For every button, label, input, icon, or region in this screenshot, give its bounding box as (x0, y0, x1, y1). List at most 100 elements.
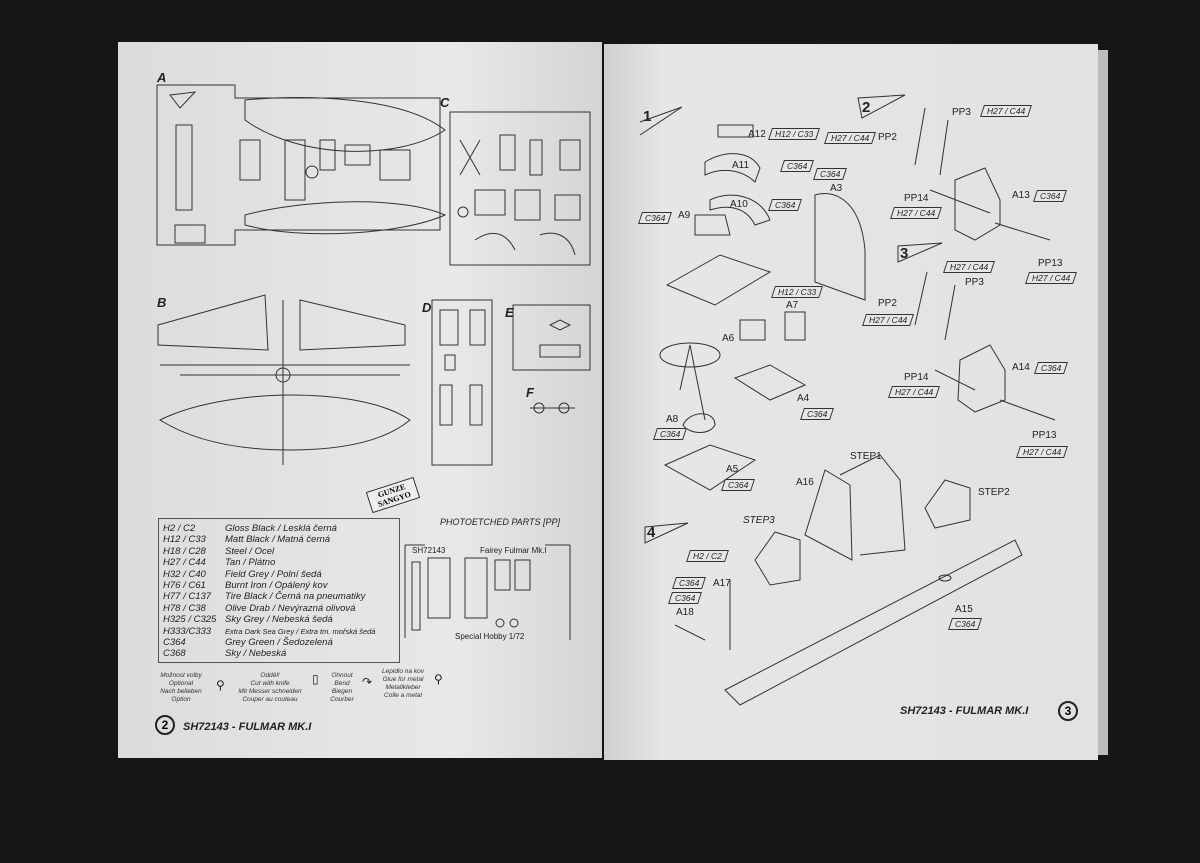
sprue-label-d: D (422, 300, 432, 315)
paint-code-tag: H27 / C44 (980, 105, 1033, 117)
knife-icon: ▯ (312, 672, 319, 686)
paint-name: Burnt Iron / Opálený kov (225, 579, 328, 591)
paint-code-text: C364 (679, 578, 700, 588)
footer-title-left: SH72143 - FULMAR MK.I (183, 721, 312, 733)
legend-text: Možnost volby Optional Nach belieben Opt… (160, 672, 202, 703)
page-edges (1098, 50, 1108, 755)
paint-code-text: C364 (728, 480, 749, 490)
step1-label: STEP1 (850, 451, 882, 462)
part-label: A5 (726, 464, 739, 475)
part-label: PP3 (965, 277, 984, 288)
right-page (604, 44, 1098, 760)
paint-code: H18 / C28 (163, 545, 206, 557)
paint-code-text: H2 / C2 (693, 551, 722, 561)
step-2-number: 2 (862, 99, 871, 116)
paint-code: C364 (163, 636, 186, 648)
assembly-step-3 (897, 242, 1056, 421)
paint-code-tag: H27 / C44 (1016, 446, 1069, 458)
fret-name: Fairey Fulmar Mk.I (480, 546, 547, 555)
photoetch-title: PHOTOETCHED PARTS [PP] (440, 517, 561, 527)
part-label: A7 (786, 300, 799, 311)
part-label: A6 (722, 333, 735, 344)
paint-code-text: H27 / C44 (950, 262, 989, 272)
paint-code: H77 / C137 (163, 591, 212, 603)
paint-code-text: H27 / C44 (1023, 447, 1062, 457)
fret-brand: Special Hobby 1/72 (455, 632, 525, 641)
paint-code-text: H12 / C33 (775, 129, 814, 139)
paint-code: H333/C333 (163, 625, 212, 637)
part-label: PP13 (1032, 430, 1057, 441)
paint-name: Matt Black / Matná černá (225, 534, 331, 546)
paint-code-text: C364 (675, 593, 696, 603)
paint-code-tag: C364 (1034, 362, 1069, 374)
paint-code-text: H27 / C44 (895, 387, 934, 397)
paint-code-tag: H27 / C44 (890, 207, 943, 219)
photoetch-fret (404, 544, 571, 640)
sprue-label-e: E (505, 305, 514, 320)
paint-code-tag: H27 / C44 (824, 132, 877, 144)
sprue-c (449, 111, 591, 266)
part-label: PP3 (952, 107, 971, 118)
paint-code: H12 / C33 (163, 534, 206, 546)
paint-code: C368 (163, 648, 186, 660)
paint-name: Olive Drab / Nevýrazná olivová (225, 602, 356, 614)
part-label: A10 (730, 199, 748, 210)
paint-row: C368 Sky / Nebeská (159, 648, 399, 659)
paint-code-tag: H12 / C33 (768, 128, 821, 140)
paint-code-tag: C364 (780, 160, 815, 172)
paint-code-tag: H27 / C44 (888, 386, 941, 398)
part-label: A18 (676, 607, 694, 618)
paint-name: Sky / Nebeská (225, 648, 287, 660)
paint-name: Gloss Black / Lesklá černá (225, 523, 337, 534)
part-label: PP2 (878, 298, 897, 309)
paint-code-tag: C364 (638, 212, 673, 224)
step-4-number: 4 (647, 524, 656, 541)
paint-code-text: C364 (645, 213, 666, 223)
part-label: A9 (678, 210, 691, 221)
sprue-label-f: F (526, 385, 534, 400)
legend-text: Lepidlo na kov Glue for metal Metallkleb… (382, 668, 424, 699)
paint-name: Grey Green / Šedozelená (225, 636, 333, 648)
paint-code-text: C364 (660, 429, 681, 439)
part-label: A11 (732, 160, 750, 171)
step-1-number: 1 (643, 108, 652, 125)
paint-code-text: C364 (775, 200, 796, 210)
assembly-step-4 (644, 454, 1023, 706)
part-label: A12 (748, 129, 766, 140)
part-label: A15 (955, 604, 973, 615)
sprue-d (431, 299, 493, 466)
paint-code-text: H27 / C44 (831, 133, 870, 143)
legend-glue: Lepidlo na kov Glue for metal Metallkleb… (376, 668, 430, 700)
sprue-label-c: C (440, 95, 450, 110)
part-label: PP13 (1038, 258, 1063, 269)
paint-code-tag: H12 / C33 (771, 286, 824, 298)
legend-optional: Možnost volby Optional Nach belieben Opt… (152, 672, 210, 704)
glue-icon: ⚲ (434, 672, 443, 686)
paint-code-tag: H27 / C44 (1025, 272, 1078, 284)
paint-code-tag: C364 (653, 428, 688, 440)
sprue-a (156, 84, 447, 246)
paint-code-tag: C364 (800, 408, 835, 420)
paint-name: Sky Grey / Nebeská šedá (225, 614, 333, 626)
assembly-step-2 (857, 94, 1051, 241)
bend-icon: ↷ (362, 675, 373, 689)
part-label: A17 (713, 578, 731, 589)
part-label: PP14 (904, 193, 929, 204)
optional-icon: ⚲ (216, 678, 225, 692)
legend-cut: Odděl! Cut with knife Mit Messer schneid… (232, 672, 308, 704)
step-3-number: 3 (900, 245, 909, 262)
sprue-label-b: B (157, 295, 167, 310)
paint-code-text: H27 / C44 (987, 106, 1026, 116)
page-number-left: 2 (155, 715, 175, 735)
paint-code-tag: C364 (668, 592, 703, 604)
